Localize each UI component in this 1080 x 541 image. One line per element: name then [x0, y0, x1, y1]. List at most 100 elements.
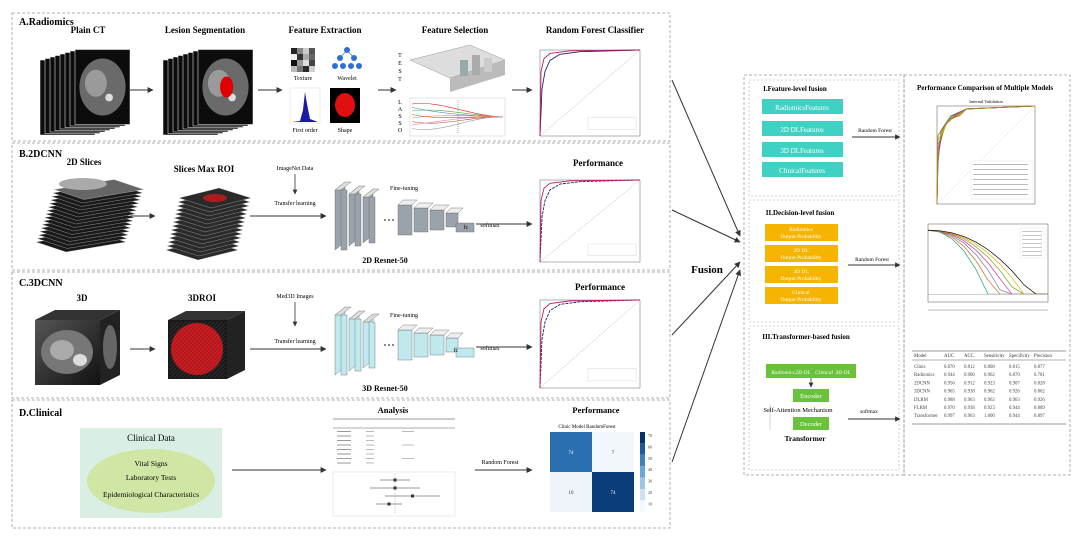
feature-clinical: ClinicalFeatures	[779, 167, 825, 175]
feature-box-radiomics	[762, 99, 843, 114]
analysis-cell	[337, 453, 351, 455]
table-cell: 0.781	[1034, 373, 1045, 378]
slice-body	[59, 178, 107, 190]
decoder-box	[793, 417, 829, 430]
cmp-roc-legend-line	[973, 164, 1028, 165]
table-cell: 3DCNN	[914, 390, 931, 395]
decision-level-fusion: II.Decision-level fusion RadiomicsOutput…	[748, 199, 901, 323]
roc-diagonal	[539, 179, 641, 263]
comparison-roc-title: Internal Validation	[969, 99, 1003, 104]
finetune-label-2d: Fine-tuning	[390, 186, 418, 192]
table-cell: 0.963	[1009, 398, 1020, 403]
table-cell: 0.808	[984, 365, 995, 370]
table-cell: 0.988	[944, 398, 955, 403]
roc-legend	[587, 116, 637, 130]
panel-3dcnn: C.3DCNN 3D 3DROI Performance Med3D Image…	[11, 271, 671, 399]
step-performance-3d: Performance	[575, 282, 625, 292]
confusion-matrix-title: Clinic Model RandomForest	[558, 425, 616, 430]
lasso-letter: S	[398, 114, 401, 120]
table-cell: 0.962	[984, 398, 995, 403]
fc-label-2d: fc	[464, 224, 469, 231]
dca-legend-line	[1022, 247, 1042, 248]
cmp-roc-legend-line	[973, 169, 1028, 170]
colorbar-step	[640, 432, 645, 444]
comparison-roc-plot	[936, 105, 1036, 205]
step-3d: 3D	[77, 293, 89, 303]
table-cell: 2DCNN	[914, 381, 931, 386]
table-cell: 0.862	[1034, 390, 1045, 395]
resnet-3d-diagram	[334, 306, 475, 376]
cm-value-fp: 7	[612, 451, 615, 456]
roc-curve	[539, 179, 641, 263]
table-header-cell: AUC	[944, 354, 954, 359]
dca-legend-line	[1022, 235, 1042, 236]
table-cell: 0.963	[964, 414, 975, 419]
analysis-cell	[402, 431, 414, 432]
segmentation-stack-image	[162, 49, 254, 136]
table-cell: 0.912	[964, 381, 975, 386]
ct-stack-image	[39, 49, 131, 136]
fusion-arrows	[671, 79, 742, 463]
decision-box	[765, 224, 838, 241]
roc-curve	[539, 49, 641, 137]
table-cell: 0.962	[984, 373, 995, 378]
resnet-layer-top	[429, 329, 450, 336]
table-cell: 0.828	[1034, 381, 1045, 386]
clinical-item-vital: Vital Signs	[134, 459, 167, 468]
cmp-roc-curve	[936, 105, 1036, 205]
step-2d-slices: 2D Slices	[67, 157, 102, 167]
dca-legend-line	[1022, 255, 1042, 256]
3d-cube-image	[35, 310, 120, 385]
dca-legend-line	[1022, 239, 1042, 240]
table-cell: 0.963	[964, 398, 975, 403]
colorbar-step	[640, 466, 645, 478]
panel-title-2dcnn: B.2DCNN	[19, 149, 63, 160]
resnet-layer-top	[397, 199, 418, 206]
analysis-cell	[366, 440, 374, 441]
transformer-fusion: III.Transformer-based fusion Radiomics 2…	[748, 325, 901, 471]
transformer-input-2d: 2D DL	[795, 370, 810, 376]
resnet-layer-top	[397, 324, 418, 331]
decision-box	[765, 245, 838, 262]
transfer-label-2d: Transfer learning	[274, 200, 315, 207]
fusion-label: Fusion	[691, 264, 723, 276]
colorbar-step	[640, 489, 645, 501]
resnet-layer-top	[413, 327, 434, 334]
colorbar-tick: 70	[648, 433, 652, 438]
pretrain-label-2d: ImageNet Data	[277, 166, 314, 172]
analysis-cell	[402, 444, 414, 446]
decision-box-output: Output Probability	[780, 276, 821, 282]
analysis-cell	[402, 458, 414, 459]
table-cell: 0.877	[1034, 365, 1045, 370]
colorbar-tick: 10	[648, 501, 652, 506]
analysis-table-image	[333, 418, 455, 470]
resnet-block-top	[362, 188, 380, 198]
colorbar-tick: 20	[648, 490, 652, 495]
lasso-letter: L	[398, 100, 402, 106]
resnet-block-top	[348, 310, 366, 320]
analysis-cell	[337, 462, 351, 464]
cmp-roc-diagonal	[936, 105, 1036, 205]
comparison-container	[903, 74, 1071, 476]
resnet-ellipsis	[384, 219, 386, 221]
resnet-ellipsis	[388, 344, 390, 346]
resnet-block-face	[354, 193, 362, 247]
forest-point	[393, 478, 397, 482]
roc-legend	[587, 368, 637, 382]
test-letter: E	[398, 61, 402, 67]
fc-label-3d: fc	[454, 347, 459, 354]
resnet-layer-top	[429, 204, 450, 211]
resnet-layer	[429, 334, 445, 356]
table-cell: Clinic	[914, 365, 926, 370]
wavelet-feature-image	[332, 47, 362, 69]
resnet-block-face	[354, 318, 362, 372]
cmp-roc-legend-line	[973, 184, 1028, 185]
decision-box-name: 3D DL	[793, 269, 809, 275]
step-rf-classifier: Random Forest Classifier	[546, 25, 644, 35]
lasso-letter: A	[398, 107, 403, 113]
colorbar-tick: 40	[648, 467, 652, 472]
resnet-block-face	[340, 314, 348, 376]
panel-radiomics: A.Radiomics Plain CT Lesion Segmentation…	[11, 12, 671, 142]
decision-box-name: 2D DL	[793, 248, 809, 254]
